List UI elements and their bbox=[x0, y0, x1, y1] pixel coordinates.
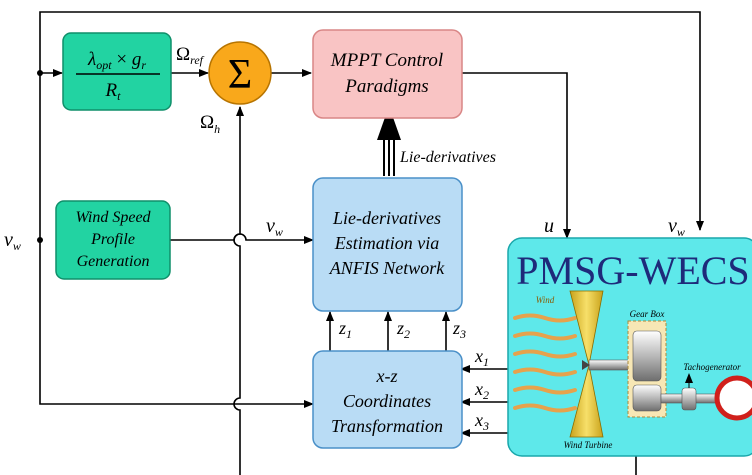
wind-streaks-icon bbox=[513, 313, 577, 413]
mppt-line2: Paradigms bbox=[344, 76, 428, 97]
pmsg-wecs-block: PMSG-WECS Wind Wind Turbine Gear Box bbox=[507, 237, 752, 457]
top-feedback-line bbox=[39, 11, 704, 240]
omega-ref-label: Ωref bbox=[176, 44, 205, 67]
anfis-line2: Estimation via bbox=[334, 233, 440, 253]
lambda-symbol: λ bbox=[87, 49, 96, 70]
tachogenerator-label: Tachogenerator bbox=[683, 362, 741, 372]
windspeed-to-anfis-line bbox=[170, 233, 314, 244]
wind-label: Wind bbox=[536, 295, 555, 305]
windspeed-block: Wind Speed Profile Generation bbox=[55, 200, 171, 280]
svg-text:Rt: Rt bbox=[105, 80, 122, 103]
lambda-subscript: opt bbox=[96, 58, 112, 72]
times-symbol: × bbox=[112, 49, 132, 70]
anfis-line1: Lie-derivatives bbox=[332, 208, 441, 228]
wind-turbine-label: Wind Turbine bbox=[564, 440, 613, 450]
lie-derivatives-triple-arrow bbox=[377, 106, 401, 176]
xz-block: x-z Coordinates Transformation bbox=[312, 350, 463, 449]
gain-block: λopt × gr Rt bbox=[62, 32, 172, 111]
mppt-to-pmsg-line bbox=[462, 72, 571, 239]
x2-label: x2 bbox=[474, 379, 489, 402]
pmsg-wecs-title: PMSG-WECS bbox=[516, 248, 749, 293]
z2-label: z2 bbox=[396, 318, 410, 341]
gear-box-label: Gear Box bbox=[630, 309, 665, 319]
xz-line2: Coordinates bbox=[343, 391, 431, 411]
junction-dot-left bbox=[37, 237, 43, 243]
xz-line1: x-z bbox=[376, 366, 398, 386]
x1-label: x1 bbox=[474, 346, 489, 369]
windspeed-line1: Wind Speed bbox=[75, 209, 151, 226]
vw-to-xz-line bbox=[39, 240, 314, 408]
anfis-block: Lie-derivatives Estimation via ANFIS Net… bbox=[312, 177, 463, 312]
x3-label: x3 bbox=[474, 410, 489, 433]
vw-mid-label: vw bbox=[266, 215, 283, 239]
omega-h-label: Ωh bbox=[200, 112, 220, 136]
svg-text:λopt × gr: λopt × gr bbox=[87, 49, 146, 72]
windspeed-line3: Generation bbox=[77, 253, 150, 270]
connections bbox=[39, 11, 704, 475]
sigma-symbol: Σ bbox=[228, 52, 252, 98]
xz-line3: Transformation bbox=[331, 416, 443, 436]
junction-dot-top bbox=[37, 70, 43, 76]
sum-block: Σ bbox=[208, 41, 272, 105]
windspeed-line2: Profile bbox=[90, 231, 135, 248]
vw-right-label: vw bbox=[668, 215, 685, 239]
r-subscript: t bbox=[117, 89, 121, 103]
r-symbol: R bbox=[105, 80, 118, 101]
u-label: u bbox=[544, 215, 554, 237]
lie-derivatives-label: Lie-derivatives bbox=[399, 149, 496, 166]
pmsg-generator-icon bbox=[714, 375, 752, 421]
tachogenerator-icon bbox=[681, 387, 697, 411]
pmsg-label: PMSG bbox=[723, 394, 751, 405]
z1-label: z1 bbox=[338, 318, 352, 341]
g-symbol: g bbox=[132, 49, 142, 70]
mppt-block: MPPT Control Paradigms bbox=[312, 29, 463, 119]
z3-label: z3 bbox=[452, 318, 466, 341]
g-subscript: r bbox=[141, 58, 146, 72]
anfis-line3: ANFIS Network bbox=[329, 258, 445, 278]
gear-box-icon bbox=[627, 320, 667, 418]
mppt-line1: MPPT Control bbox=[330, 50, 443, 71]
vw-left-label: vw bbox=[4, 229, 21, 253]
omega-h-feedback-line bbox=[233, 106, 244, 475]
